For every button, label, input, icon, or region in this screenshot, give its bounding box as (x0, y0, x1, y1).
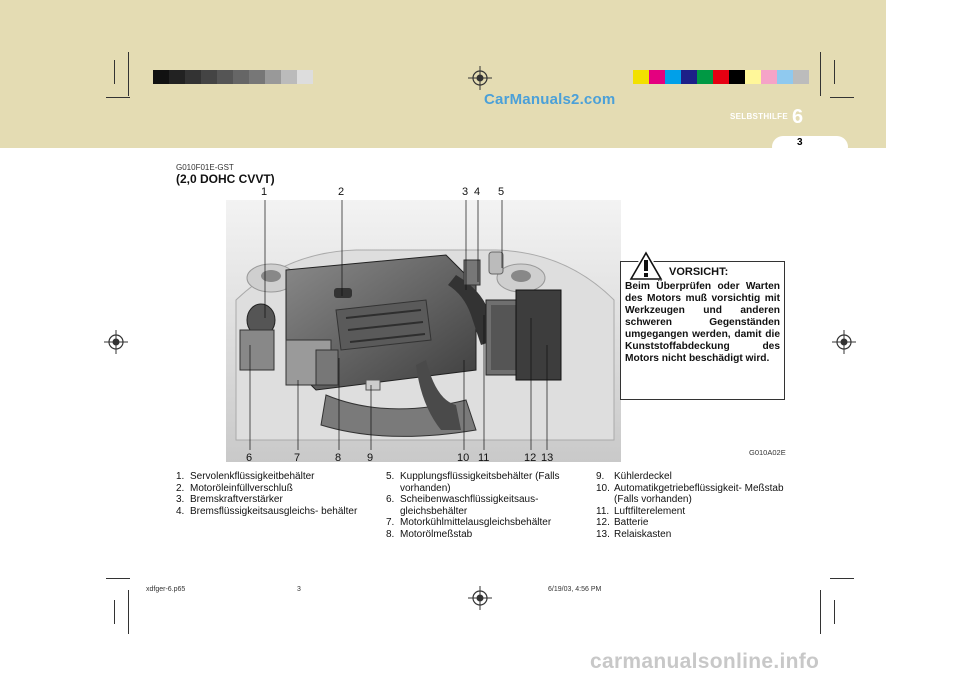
callout-number: 13 (541, 452, 554, 464)
legend-item: 12.Batterie (596, 517, 649, 529)
crop-mark (106, 97, 130, 98)
page-margin (886, 0, 960, 678)
legend-column-1: 1.Servolenkflüssigkeitbehälter 2.Motoröl… (176, 471, 366, 517)
crop-mark (128, 52, 129, 96)
crop-mark (834, 600, 835, 624)
color-swatch (697, 70, 713, 84)
gray-swatch (153, 70, 169, 84)
crop-mark (820, 52, 821, 96)
gray-swatch (265, 70, 281, 84)
gray-swatch (233, 70, 249, 84)
legend-item: 2.Motoröleinfüllverschluß (176, 482, 293, 494)
footer-filename: xdfger-6.p65 (146, 586, 186, 593)
gray-swatch (185, 70, 201, 84)
crop-mark (830, 97, 854, 98)
legend-item: 9.Kühlerdeckel (596, 471, 672, 482)
callout-number: 1 (261, 186, 268, 198)
page-tab (772, 136, 848, 158)
callout-number: 5 (498, 186, 505, 198)
color-swatch (793, 70, 809, 84)
warning-triangle-icon (627, 248, 665, 282)
callout-number: 10 (457, 452, 470, 464)
legend-item: 3.Bremskraftverstärker (176, 494, 283, 506)
footer-page: 3 (297, 586, 301, 593)
color-swatch (713, 70, 729, 84)
legend-item: 5.Kupplungsflüssigkeitsbehälter (Falls v… (386, 471, 560, 494)
page-title: (2,0 DOHC CVVT) (176, 172, 275, 186)
color-swatch (761, 70, 777, 84)
registration-mark-icon (468, 66, 492, 90)
color-swatch (777, 70, 793, 84)
page-number: 3 (797, 137, 803, 148)
legend-item: 1.Servolenkflüssigkeitbehälter (176, 471, 315, 482)
gray-swatch (297, 70, 313, 84)
legend-item: 13.Relaiskasten (596, 528, 672, 540)
callout-number: 2 (338, 186, 345, 198)
crop-mark (106, 578, 130, 579)
legend-item: 4.Bremsflüssigkeitsausgleichs- behälter (176, 505, 358, 517)
registration-mark-icon (832, 330, 856, 354)
color-calibration-bar (633, 70, 809, 84)
crop-mark (820, 590, 821, 634)
section-label: SELBSTHILFE (730, 112, 788, 121)
gray-swatch (201, 70, 217, 84)
registration-mark-icon (468, 586, 492, 610)
gray-swatch (249, 70, 265, 84)
callout-number: 4 (474, 186, 481, 198)
callout-number: 7 (294, 452, 301, 464)
warning-heading: VORSICHT: (669, 266, 729, 278)
color-swatch (633, 70, 649, 84)
gray-calibration-bar (153, 70, 313, 84)
bottom-watermark: carmanualsonline.info (590, 650, 820, 673)
registration-mark-icon (104, 330, 128, 354)
legend-item: 6.Scheibenwaschflüssigkeitsaus- gleichsb… (386, 494, 539, 517)
color-swatch (649, 70, 665, 84)
callout-number: 12 (524, 452, 537, 464)
color-swatch (681, 70, 697, 84)
crop-mark (114, 60, 115, 84)
gray-swatch (169, 70, 185, 84)
warning-box: VORSICHT: Beim Überprüfen oder Warten de… (620, 248, 785, 400)
legend-item: 10.Automatikgetriebeflüssigkeit- Meßstab… (596, 482, 784, 506)
watermark: CarManuals2.com (484, 91, 616, 108)
crop-mark (128, 590, 129, 634)
legend-column-2: 5.Kupplungsflüssigkeitsbehälter (Falls v… (386, 471, 576, 541)
crop-mark (114, 600, 115, 624)
section-number: 6 (792, 106, 804, 128)
legend-item: 7.Motorkühlmittelausgleichsbehälter (386, 517, 552, 529)
legend-item: 8.Motorölmeßstab (386, 528, 473, 540)
crop-mark (830, 578, 854, 579)
legend-column-3: 9.Kühlerdeckel 10.Automatikgetriebeflüss… (596, 471, 786, 541)
color-swatch (665, 70, 681, 84)
footer-datetime: 6/19/03, 4:56 PM (548, 586, 602, 593)
callout-number: 9 (367, 452, 374, 464)
document-code: G010F01E-GST (176, 163, 234, 172)
gray-swatch (281, 70, 297, 84)
gray-swatch (217, 70, 233, 84)
callout-number: 3 (462, 186, 469, 198)
callout-number: 8 (335, 452, 342, 464)
callout-number: 11 (478, 452, 490, 464)
figure-code: G010A02E (749, 448, 786, 457)
engine-compartment-illustration (226, 200, 621, 462)
warning-text: Beim Überprüfen oder Warten des Motors m… (625, 281, 780, 364)
legend-item: 11.Luftfilterelement (596, 505, 686, 517)
crop-mark (834, 60, 835, 84)
color-swatch (745, 70, 761, 84)
callout-number: 6 (246, 452, 253, 464)
color-swatch (729, 70, 745, 84)
